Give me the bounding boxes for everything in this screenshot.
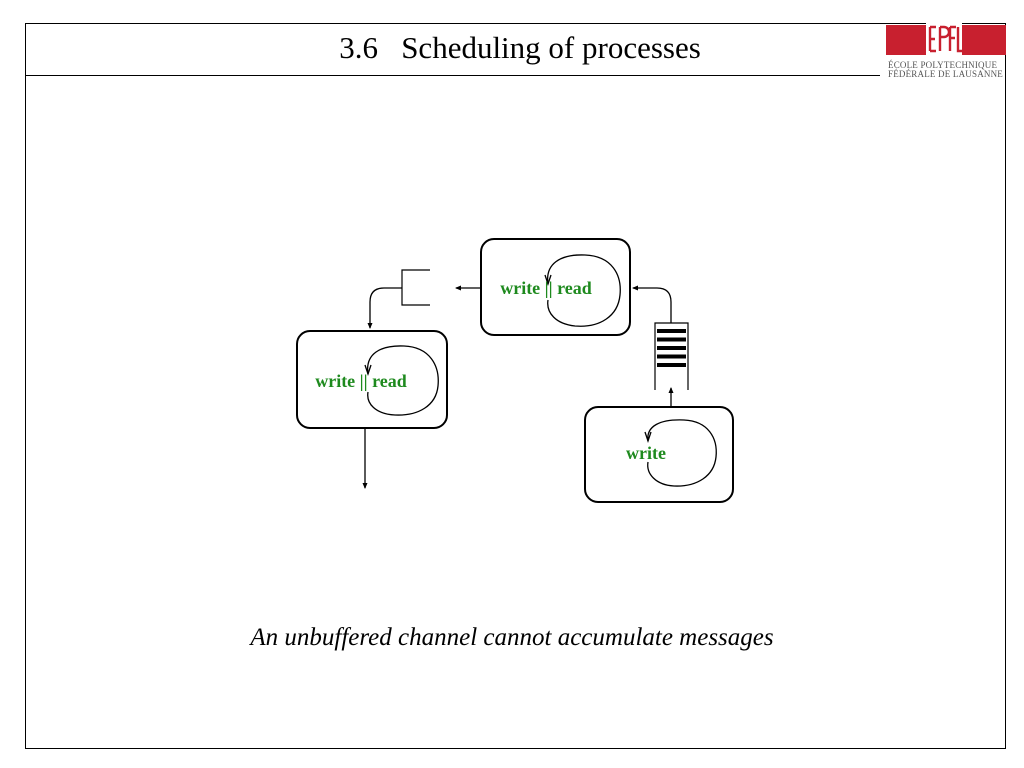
slide-title: 3.6 Scheduling of processes [339, 30, 701, 65]
loop-arrow-left [367, 345, 439, 416]
loop-arrowhead-left [364, 364, 372, 377]
queued-message [657, 337, 686, 342]
process-box-bottom-right [584, 406, 734, 503]
process-label-top: write || read [500, 278, 592, 298]
loop-arrow-bottom-right [647, 419, 717, 487]
queued-message [657, 363, 686, 367]
queued-messages [657, 329, 686, 367]
header-rule [25, 75, 880, 76]
loop-arrow-top [547, 254, 621, 327]
loop-arrowhead-top [544, 274, 552, 287]
slide-frame [25, 23, 1006, 749]
process-label-bottom-right: write [626, 443, 666, 463]
process-box-top [480, 238, 631, 336]
queued-message [657, 354, 686, 359]
logo-text-line1: ÉCOLE POLYTECHNIQUE [888, 60, 998, 70]
arrow-channel-to-left [367, 287, 402, 329]
process-left: write || read [296, 330, 448, 429]
unbuffered-channel [367, 269, 481, 329]
channel-box-unbuffered [401, 269, 430, 306]
logo-text-line2: FÉDÉRALE DE LAUSANNE [888, 69, 1003, 79]
buffered-channel [632, 285, 689, 407]
process-top: write || read [480, 238, 631, 336]
process-box-left [296, 330, 448, 429]
process-bottom-right: write [584, 406, 734, 503]
epfl-logo: ÉCOLE POLYTECHNIQUE FÉDÉRALE DE LAUSANNE [886, 23, 1006, 85]
queued-message [657, 329, 686, 333]
slide-caption: An unbuffered channel cannot accumulate … [250, 624, 774, 651]
epfl-logo-mark [886, 23, 1006, 55]
queued-message [657, 346, 686, 350]
arrow-buffer-to-top [632, 285, 672, 323]
loop-arrowhead-bottom-right [644, 431, 652, 444]
process-label-left: write || read [315, 371, 407, 391]
